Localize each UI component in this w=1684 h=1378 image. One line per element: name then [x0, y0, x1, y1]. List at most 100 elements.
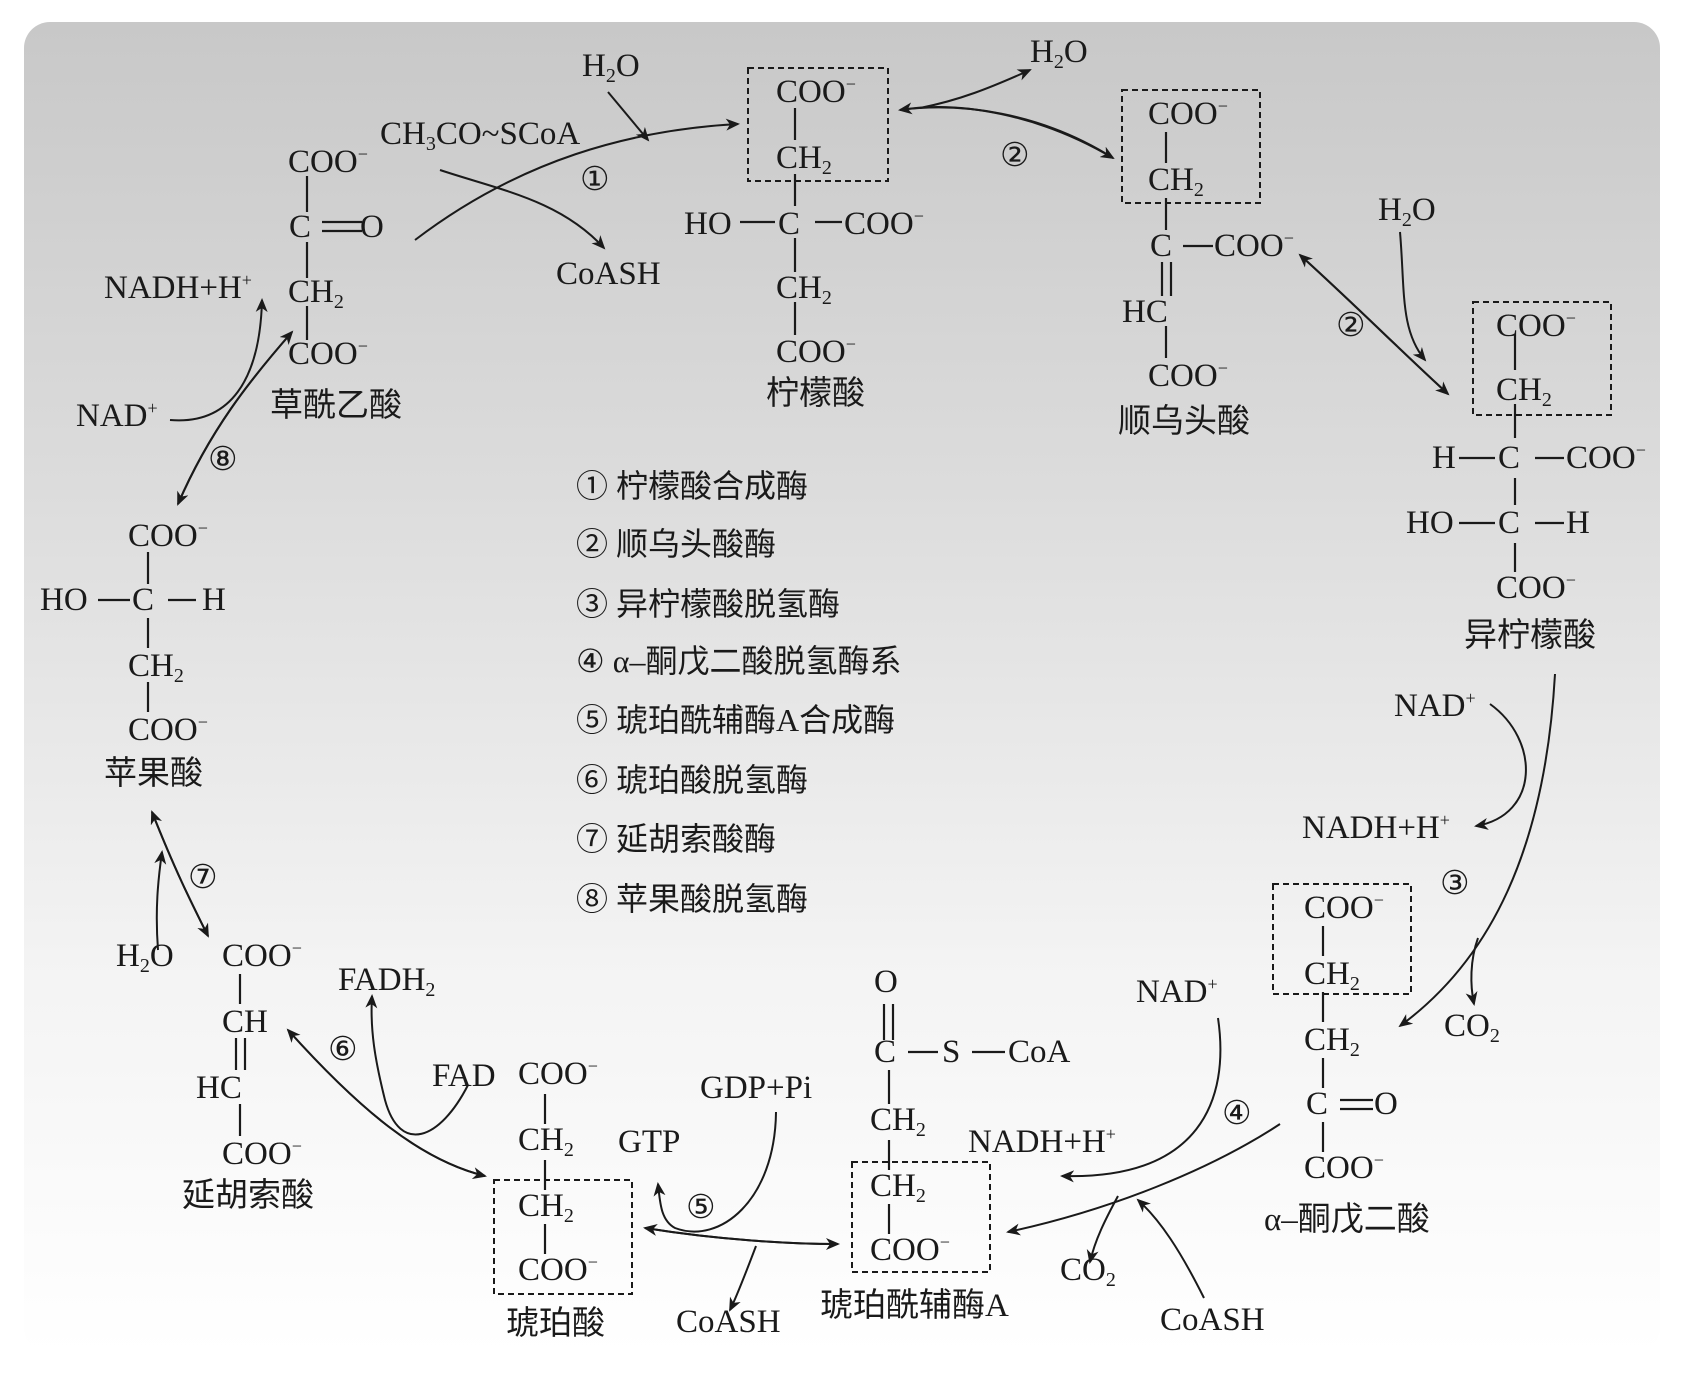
diagram-panel: [24, 22, 1660, 1354]
gtp: GTP: [618, 1124, 681, 1160]
isocitrate-h-right: H: [1566, 505, 1590, 541]
succinate-ch2-2: CH2: [518, 1188, 574, 1227]
fumarate-hc: HC: [196, 1070, 242, 1106]
nadh-step4: NADH+H+: [968, 1124, 1116, 1160]
step-2a-label: ②: [1000, 138, 1030, 174]
h2o-step1: H2O: [582, 48, 640, 87]
oxaloacetate-c: C: [289, 209, 312, 245]
fad: FAD: [432, 1058, 496, 1094]
isocitrate-c2: C: [1498, 505, 1521, 541]
nadh-step8: NADH+H+: [104, 270, 252, 306]
citrate-ch2-top: CH2: [776, 140, 832, 179]
akg-o: O: [1374, 1086, 1398, 1122]
succinate-coo-top: COO−: [518, 1056, 598, 1092]
aconitate-ch2: CH2: [1148, 162, 1204, 201]
malate-ch2: CH2: [128, 648, 184, 687]
citrate-c: C: [778, 206, 801, 242]
enzyme-legend-item: ② 顺乌头酸酶: [576, 526, 777, 562]
isocitrate-ch2: CH2: [1496, 372, 1552, 411]
enzyme-legend-item: ⑤ 琥珀酰辅酶A合成酶: [576, 702, 896, 738]
step-6-label: ⑥: [328, 1032, 358, 1068]
malate-h: H: [202, 582, 226, 618]
malate-ho: HO: [40, 582, 88, 618]
malate-coo-bottom: COO−: [128, 712, 208, 748]
fumarate-coo-top: COO−: [222, 938, 302, 974]
fadh2: FADH2: [338, 962, 436, 1001]
succinylcoa-coo: COO−: [870, 1232, 950, 1268]
aconitate-hc: HC: [1122, 294, 1168, 330]
aconitate-c: C: [1150, 228, 1173, 264]
step-7-label: ⑦: [188, 860, 218, 896]
citrate-label: 柠檬酸: [766, 376, 865, 412]
h2o-step7: H2O: [116, 938, 174, 977]
co2-step3: CO2: [1444, 1008, 1500, 1047]
succinylcoa-coa: CoA: [1008, 1034, 1071, 1070]
isocitrate-c1: C: [1498, 440, 1521, 476]
enzyme-legend-item: ⑦ 延胡索酸酶: [576, 821, 777, 857]
enzyme-legend-item: ⑥ 琥珀酸脱氢酶: [576, 762, 809, 798]
akg-coo-top: COO−: [1304, 890, 1384, 926]
aconitate-coo-right: COO−: [1214, 228, 1294, 264]
isocitrate-label: 异柠檬酸: [1464, 618, 1596, 654]
succinate-ch2-1: CH2: [518, 1122, 574, 1161]
coash-step4: CoASH: [1160, 1302, 1265, 1338]
step-8-label: ⑧: [208, 442, 238, 478]
akg-c: C: [1306, 1086, 1329, 1122]
enzyme-legend-item: ⑧ 苹果酸脱氢酶: [576, 881, 809, 917]
isocitrate-coo-bottom: COO−: [1496, 570, 1576, 606]
succinate-label: 琥珀酸: [506, 1306, 605, 1342]
oxaloacetate-coo-bottom: COO−: [288, 336, 368, 372]
succinylcoa-s: S: [942, 1034, 961, 1070]
akg-ch2-2: CH2: [1304, 1022, 1360, 1061]
malate-coo-top: COO−: [128, 518, 208, 554]
citrate-coo-top: COO−: [776, 74, 856, 110]
citrate-coo-right: COO−: [844, 206, 924, 242]
step-3-label: ③: [1440, 866, 1470, 902]
citrate-ch2-bottom: CH2: [776, 270, 832, 309]
oxaloacetate-label: 草酰乙酸: [270, 388, 402, 424]
oxaloacetate-coo-top: COO−: [288, 144, 368, 180]
succinate-coo-bottom: COO−: [518, 1252, 598, 1288]
citrate-ho: HO: [684, 206, 732, 242]
nadh-step3: NADH+H+: [1302, 810, 1450, 846]
gdp-pi: GDP+Pi: [700, 1070, 813, 1106]
nad-step3: NAD+: [1394, 688, 1476, 724]
isocitrate-coo-top: COO−: [1496, 308, 1576, 344]
step-2b-label: ②: [1336, 308, 1366, 344]
succinylcoa-o: O: [874, 964, 898, 1000]
coash-step5: CoASH: [676, 1304, 781, 1340]
succinylcoa-c: C: [874, 1034, 897, 1070]
enzyme-legend-item: ③ 异柠檬酸脱氢酶: [576, 586, 841, 622]
enzyme-legend-item: ① 柠檬酸合成酶: [576, 468, 809, 504]
citrate-coo-bottom: COO−: [776, 334, 856, 370]
akg-coo-bottom: COO−: [1304, 1150, 1384, 1186]
malate-label: 苹果酸: [104, 756, 203, 792]
h2o-step2b: H2O: [1378, 192, 1436, 231]
isocitrate-ho: HO: [1406, 505, 1454, 541]
step-1-label: ①: [580, 162, 610, 198]
coash-step1: CoASH: [556, 256, 661, 292]
step-5-label: ⑤: [686, 1190, 716, 1226]
cis-aconitate-label: 顺乌头酸: [1118, 404, 1250, 440]
isocitrate-coo-right: COO−: [1566, 440, 1646, 476]
nad-step4: NAD+: [1136, 974, 1218, 1010]
acetyl-coa: CH3CO~SCoA: [380, 116, 581, 155]
h2o-step2a: H2O: [1030, 34, 1088, 73]
malate-c: C: [132, 582, 155, 618]
fumarate-ch: CH: [222, 1004, 268, 1040]
akg-ch2-1: CH2: [1304, 956, 1360, 995]
enzyme-legend-item: ④ α–酮戊二酸脱氢酶系: [576, 643, 902, 679]
step-4-label: ④: [1222, 1096, 1252, 1132]
isocitrate-h-left: H: [1432, 440, 1456, 476]
oxaloacetate-ch2: CH2: [288, 274, 344, 313]
nad-step8: NAD+: [76, 398, 158, 434]
alpha-ketoglutarate-label: α–酮戊二酸: [1264, 1202, 1430, 1238]
succinylcoa-ch2-2: CH2: [870, 1168, 926, 1207]
succinyl-coa-label: 琥珀酰辅酶A: [820, 1288, 1009, 1324]
fumarate-label: 延胡索酸: [182, 1178, 314, 1214]
oxaloacetate-o: O: [360, 209, 384, 245]
aconitate-coo-top: COO−: [1148, 96, 1228, 132]
co2-step4: CO2: [1060, 1252, 1116, 1291]
succinylcoa-ch2-1: CH2: [870, 1102, 926, 1141]
